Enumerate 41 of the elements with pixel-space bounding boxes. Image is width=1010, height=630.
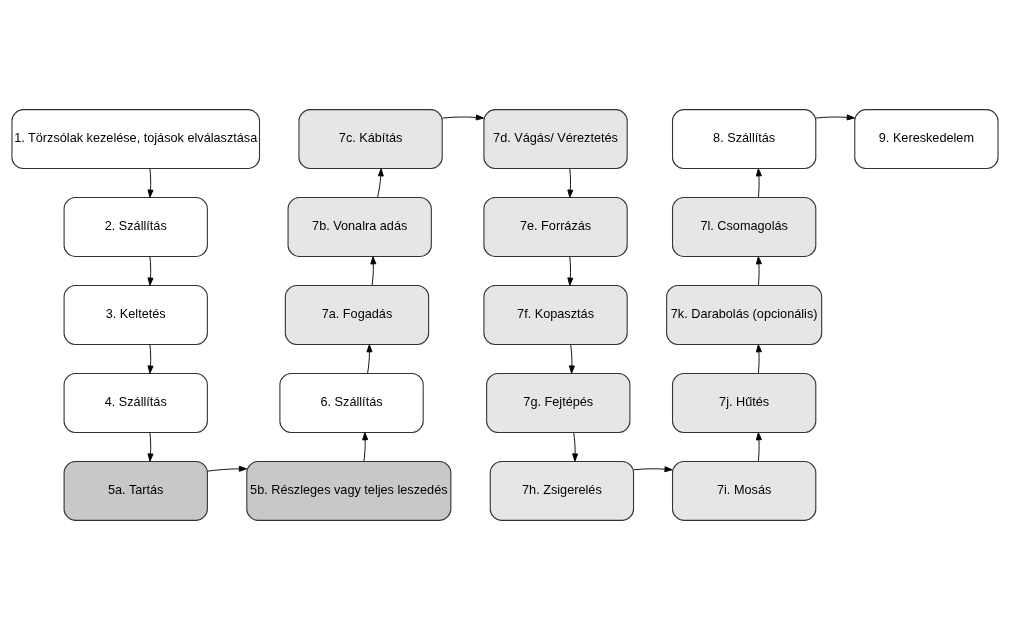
node-box: 7c. Kábítás: [298, 109, 443, 170]
node-box: 7b. Vonalra adás: [287, 197, 432, 258]
node-box: 7k. Darabolás (opcionális): [666, 285, 823, 345]
node-box: 4. Szállítás: [63, 372, 208, 433]
arrow: [147, 168, 154, 198]
arrow: [567, 168, 574, 198]
node-box: 7i. Mosás: [671, 460, 817, 521]
node-box: 5b. Részleges vagy teljes leszedés: [246, 460, 452, 521]
node-box: 7j. Hűtés: [671, 372, 817, 433]
node-box: 7g. Fejtépés: [486, 372, 631, 433]
arrow: [147, 256, 154, 286]
arrow: [755, 344, 762, 374]
node-box: 1. Törzsólak kezelése, tojások elválasztása: [11, 109, 261, 170]
arrow: [370, 256, 377, 286]
node-box: 8. Szállítás: [671, 109, 817, 170]
node-box: 2. Szállítás: [63, 197, 208, 258]
arrow: [755, 168, 762, 198]
arrow: [442, 114, 484, 121]
arrow: [366, 344, 373, 374]
node-box: 3. Keltetés: [63, 285, 208, 345]
arrow: [207, 465, 248, 472]
node-box: 5a. Tartás: [63, 460, 208, 521]
arrow: [572, 432, 579, 462]
arrow: [567, 256, 574, 286]
node-box: 7e. Forrázás: [483, 197, 628, 258]
node-box: 7h. Zsigerelés: [489, 460, 635, 521]
arrow: [147, 432, 154, 462]
arrow: [815, 114, 855, 121]
arrow: [147, 344, 154, 374]
arrow: [633, 466, 673, 473]
node-box: 9. Kereskedelem: [854, 109, 999, 170]
node-box: 7f. Kopasztás: [483, 285, 628, 345]
node-box: 7d. Vágás/ Véreztetés: [483, 109, 628, 170]
arrow: [568, 344, 575, 374]
arrow: [755, 432, 762, 462]
node-box: 7a. Fogadás: [284, 285, 430, 345]
arrow: [377, 168, 384, 198]
arrow: [755, 256, 762, 286]
arrow: [362, 432, 369, 462]
node-box: 7l. Csomagolás: [671, 197, 817, 258]
node-box: 6. Szállítás: [279, 372, 424, 433]
